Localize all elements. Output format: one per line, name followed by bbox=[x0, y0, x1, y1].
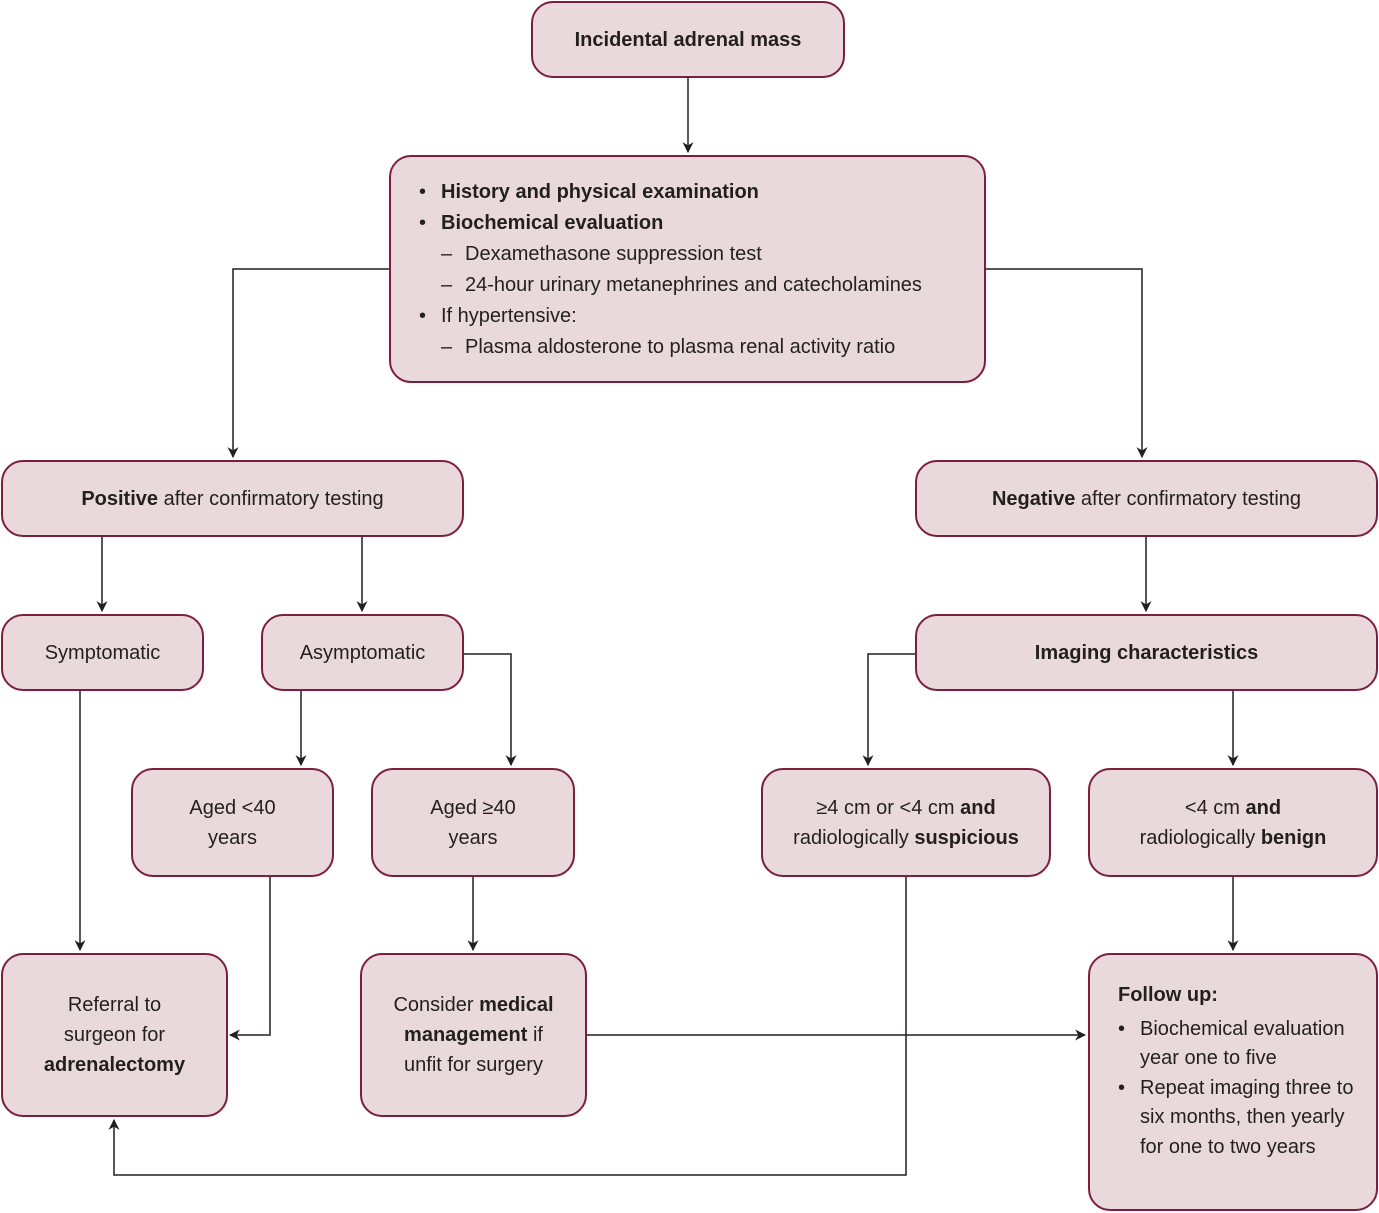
asymptomatic-label: Asymptomatic bbox=[299, 641, 426, 664]
medical-line2: management if bbox=[404, 1024, 543, 1046]
arrow-evaluation-to-positive bbox=[227, 268, 389, 459]
medical-line3: unfit for surgery bbox=[404, 1054, 543, 1076]
incidental-adrenal-mass-label: Incidental adrenal mass bbox=[574, 28, 802, 51]
follow-up-bullet-imaging: Repeat imaging three to six months, then… bbox=[1118, 1074, 1360, 1163]
evaluation-item-history: History and physical examination bbox=[419, 177, 984, 208]
referral-line3: adrenalectomy bbox=[43, 1054, 186, 1076]
medical-management-box: Consider medical management if unfit for… bbox=[360, 953, 587, 1117]
arrow-imaging-to-suspicious bbox=[862, 653, 915, 767]
aged-under-40-box: Aged <40 years bbox=[131, 768, 334, 877]
aged-over-40-line1: Aged ≥40 bbox=[430, 796, 516, 819]
suspicious-line1: ≥4 cm or <4 cm and bbox=[816, 796, 996, 819]
symptomatic-label: Symptomatic bbox=[44, 641, 161, 664]
suspicious-box: ≥4 cm or <4 cm and radiologically suspic… bbox=[761, 768, 1051, 877]
aged-under-40-line1: Aged <40 bbox=[189, 796, 276, 819]
arrow-aged-under-40-to-referral bbox=[228, 877, 271, 1041]
incidental-adrenal-mass-box: Incidental adrenal mass bbox=[531, 1, 845, 78]
aged-under-40-line2: years bbox=[208, 826, 257, 849]
arrow-evaluation-to-negative bbox=[986, 268, 1148, 459]
follow-up-title: Follow up: bbox=[1118, 984, 1218, 1006]
imaging-characteristics-label: Imaging characteristics bbox=[1034, 641, 1259, 664]
aged-over-40-box: Aged ≥40 years bbox=[371, 768, 575, 877]
medical-line1: Consider medical bbox=[393, 994, 554, 1016]
referral-box: Referral to surgeon for adrenalectomy bbox=[1, 953, 228, 1117]
referral-line2: surgeon for bbox=[63, 1024, 166, 1046]
symptomatic-box: Symptomatic bbox=[1, 614, 204, 691]
follow-up-box: Follow up: Biochemical evaluation year o… bbox=[1088, 953, 1378, 1211]
referral-line1: Referral to bbox=[67, 994, 162, 1016]
evaluation-item-hypertensive: If hypertensive: Plasma aldosterone to p… bbox=[419, 301, 984, 363]
benign-line2: radiologically benign bbox=[1139, 826, 1327, 849]
negative-label: Negative after confirmatory testing bbox=[991, 487, 1302, 510]
negative-box: Negative after confirmatory testing bbox=[915, 460, 1378, 537]
positive-box: Positive after confirmatory testing bbox=[1, 460, 464, 537]
evaluation-sub-metanephrines: 24-hour urinary metanephrines and catech… bbox=[441, 270, 984, 301]
asymptomatic-box: Asymptomatic bbox=[261, 614, 464, 691]
arrow-asymptomatic-to-aged-over-40 bbox=[464, 653, 517, 767]
follow-up-bullet-biochemical: Biochemical evaluation year one to five bbox=[1118, 1015, 1360, 1074]
evaluation-item-biochemical: Biochemical evaluation Dexamethasone sup… bbox=[419, 208, 984, 301]
arrow-suspicious-to-referral bbox=[108, 877, 907, 1176]
benign-line1: <4 cm and bbox=[1184, 796, 1282, 819]
imaging-characteristics-box: Imaging characteristics bbox=[915, 614, 1378, 691]
benign-box: <4 cm and radiologically benign bbox=[1088, 768, 1378, 877]
evaluation-sub-aldosterone: Plasma aldosterone to plasma renal activ… bbox=[441, 332, 984, 363]
positive-label: Positive after confirmatory testing bbox=[81, 487, 384, 510]
suspicious-line2: radiologically suspicious bbox=[793, 826, 1019, 849]
evaluation-box: History and physical examination Biochem… bbox=[389, 155, 986, 383]
evaluation-sub-dexamethasone: Dexamethasone suppression test bbox=[441, 239, 984, 270]
aged-over-40-line2: years bbox=[448, 826, 498, 849]
